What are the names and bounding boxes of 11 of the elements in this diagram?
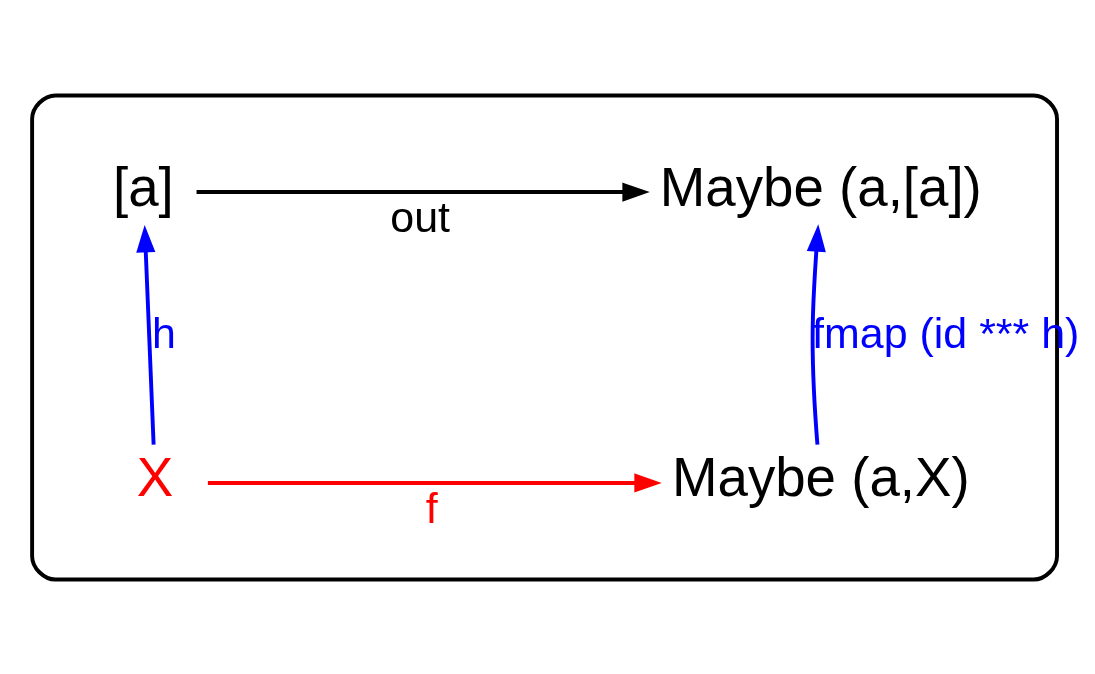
node-text: Maybe (a,X) <box>671 446 970 508</box>
edge-label: f <box>425 483 438 532</box>
node-text: X <box>136 446 174 508</box>
edge-label: h <box>151 308 176 357</box>
node-text: [a] <box>113 156 174 218</box>
arrow <box>136 224 156 445</box>
edge-label: out <box>390 192 450 241</box>
arrow <box>207 472 662 492</box>
arrow <box>196 182 650 202</box>
node-text: Maybe (a,[a]) <box>659 156 982 218</box>
arrow <box>806 223 826 445</box>
